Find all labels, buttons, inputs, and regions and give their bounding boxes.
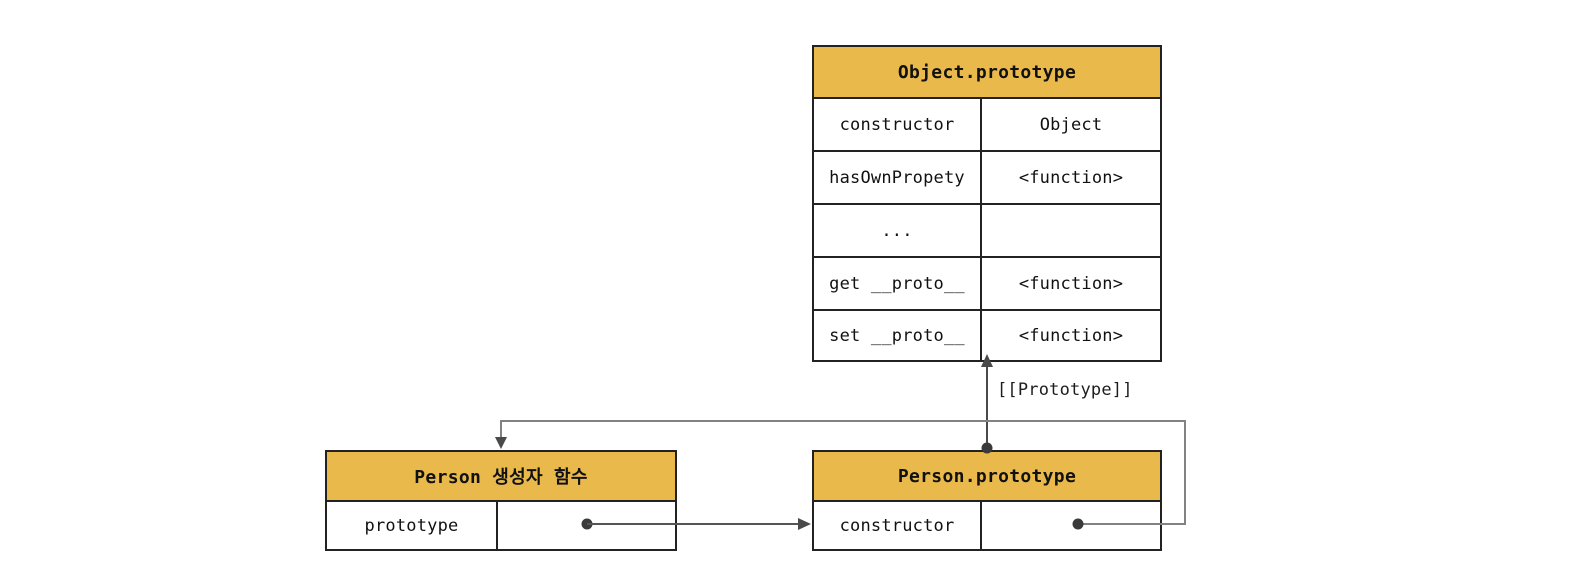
- person-constructor-table-title: Person 생성자 함수: [327, 452, 675, 502]
- table-row: hasOwnPropety <function>: [814, 152, 1160, 205]
- property-key-cell: constructor: [814, 99, 982, 150]
- person-prototype-table-title: Person.prototype: [814, 452, 1160, 502]
- property-value-cell: [982, 502, 1160, 549]
- table-row: ...: [814, 205, 1160, 258]
- property-key-cell: get __proto__: [814, 258, 982, 309]
- table-row: set __proto__ <function>: [814, 311, 1160, 360]
- property-key-cell: prototype: [327, 502, 498, 549]
- property-value-cell: [498, 502, 675, 549]
- property-key-cell: ...: [814, 205, 982, 256]
- table-row: prototype: [327, 502, 675, 549]
- table-row: constructor: [814, 502, 1160, 549]
- prototype-link-arrow: [981, 354, 993, 454]
- object-prototype-table-title: Object.prototype: [814, 47, 1160, 99]
- person-constructor-table: Person 생성자 함수 prototype: [325, 450, 677, 551]
- prototype-link-label: [[Prototype]]: [997, 380, 1133, 400]
- object-prototype-table: Object.prototype constructor Object hasO…: [812, 45, 1162, 362]
- person-prototype-table: Person.prototype constructor: [812, 450, 1162, 551]
- arrowhead-right-icon: [798, 518, 811, 530]
- property-value-cell: <function>: [1018, 167, 1124, 188]
- arrowhead-down-icon: [495, 437, 507, 449]
- property-value-cell: [982, 205, 1160, 256]
- table-row: get __proto__ <function>: [814, 258, 1160, 311]
- property-value-cell: Object: [1039, 114, 1103, 135]
- property-key-cell: set __proto__: [814, 311, 982, 360]
- property-key-cell: hasOwnPropety: [814, 152, 982, 203]
- table-row: constructor Object: [814, 99, 1160, 152]
- property-value-cell: <function>: [1018, 273, 1124, 294]
- property-key-cell: constructor: [814, 502, 982, 549]
- property-value-cell: <function>: [1018, 325, 1124, 346]
